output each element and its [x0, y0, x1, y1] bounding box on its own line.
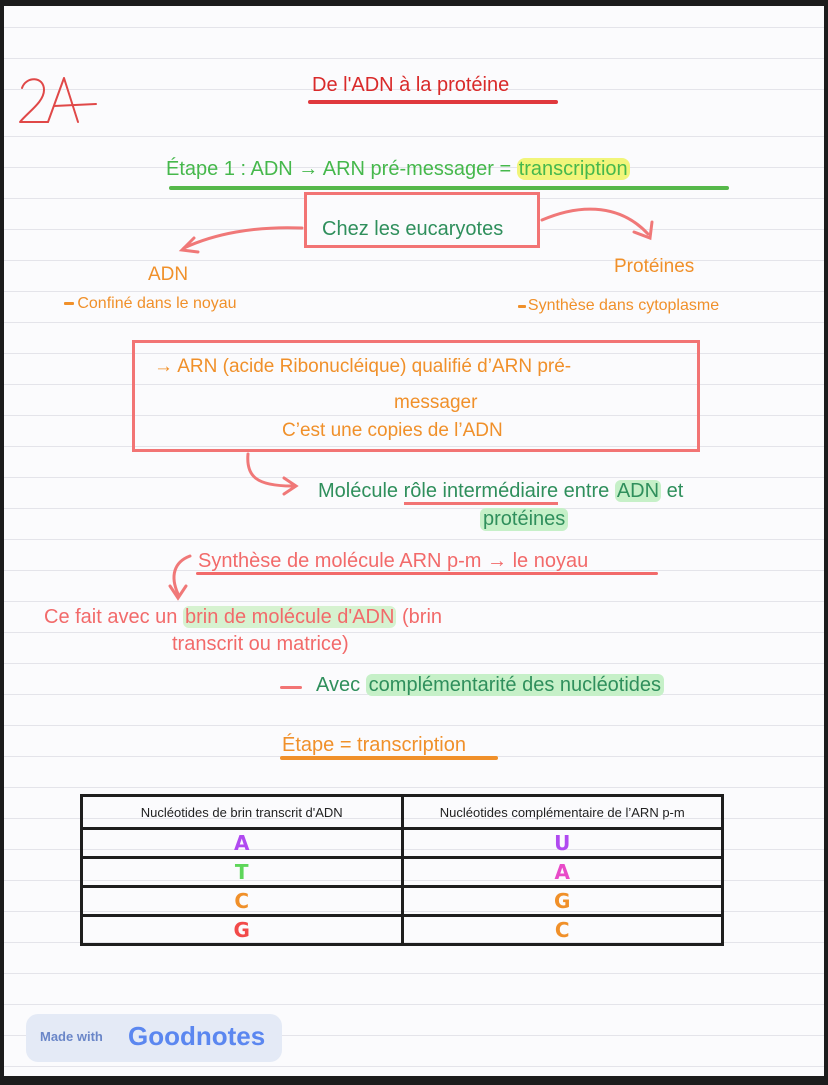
arn-box-line1: → ARN (acide Ribonucléique) qualifié d’A… — [154, 356, 572, 377]
arn-box-line2: messager — [394, 392, 478, 413]
synthese-heading: Synthèse de molécule ARN p-m → le noyau — [198, 550, 589, 572]
step1-underline — [169, 186, 729, 190]
dna-base: A — [80, 827, 404, 859]
proteines-label: Protéines — [614, 256, 695, 277]
adn-note: Confiné dans le noyau — [77, 295, 237, 312]
badge-brand: Goodnotes — [128, 1021, 266, 1051]
ce-fait-highlight: brin de molécule d'ADN — [182, 606, 397, 628]
dna-base: C — [80, 885, 404, 917]
ce-fait-line2: transcrit ou matrice) — [172, 633, 349, 655]
arrow-to-ce-fait-head — [168, 584, 188, 601]
step1-heading: Étape 1 : ADN → ARN pré-messager = trans… — [166, 158, 630, 181]
rna-base: C — [400, 914, 724, 946]
table-row: T A — [80, 856, 724, 888]
table-header-rna: Nucléotides complémentaire de l’ARN p-m — [400, 794, 724, 830]
arrow-to-proteines — [540, 207, 650, 236]
avec-line: Avec complémentarité des nucléotides — [316, 674, 665, 697]
arn-box — [132, 340, 700, 452]
rna-base: U — [400, 827, 724, 859]
handwriting-layer: 2A — [19, 77, 654, 601]
molecule-line2: protéines — [480, 508, 569, 531]
table-row: G C — [80, 914, 724, 946]
avec-highlight: complémentarité des nucléotides — [365, 674, 665, 696]
margin-tag-2a: 2A — [19, 77, 97, 123]
molecule-underlined: rôle intermédiaire — [403, 480, 559, 505]
arn-box-line3: C’est une copies de l’ADN — [282, 420, 503, 441]
dna-base: G — [80, 914, 404, 946]
adn-label: ADN — [148, 264, 189, 285]
eucaryotes-box — [304, 192, 540, 248]
etape-underline — [280, 756, 498, 760]
proteines-note: Synthèse dans cytoplasme — [527, 297, 720, 314]
arrow-to-molecule — [246, 452, 294, 488]
molecule-highlight: ADN — [614, 480, 662, 502]
table-header-dna: Nucléotides de brin transcrit d'ADN — [80, 794, 404, 830]
step1-highlight: transcription — [516, 158, 630, 180]
arrow-to-adn — [182, 226, 304, 250]
eucaryotes-label: Chez les eucaryotes — [322, 218, 504, 240]
bullet-adn-note — [64, 302, 74, 305]
table-row: A U — [80, 827, 724, 859]
synthese-underline — [196, 572, 658, 575]
table-row: C G — [80, 885, 724, 917]
ce-fait-line1: Ce fait avec un brin de molécule d'ADN (… — [44, 606, 443, 628]
rna-base: A — [400, 856, 724, 888]
arrow-to-ce-fait — [172, 554, 192, 596]
nucleotide-table: Nucléotides de brin transcrit d'ADN Nucl… — [80, 794, 724, 946]
arrow-to-molecule-head — [282, 476, 299, 496]
avec-dash — [280, 686, 302, 689]
badge-made-with: Made with — [40, 1029, 103, 1044]
goodnotes-badge[interactable] — [26, 1014, 282, 1062]
dna-base: T — [80, 856, 404, 888]
arrow-to-proteines-head — [632, 220, 654, 241]
etape-heading: Étape = transcription — [282, 734, 466, 756]
step1-prefix: Étape 1 : ADN → ARN pré-messager = — [166, 158, 517, 180]
page-title: De l'ADN à la protéine — [312, 74, 510, 96]
molecule-line1: Molécule rôle intermédiaire entre ADN et — [318, 480, 683, 505]
note-page: 2A De l'ADN à la protéine Étape 1 : ADN … — [4, 6, 824, 1076]
rna-base: G — [400, 885, 724, 917]
bullet-proteines-note — [518, 305, 526, 308]
table-header-row: Nucléotides de brin transcrit d'ADN Nucl… — [80, 794, 724, 830]
arrow-to-adn-head — [178, 236, 200, 254]
title-underline — [308, 100, 558, 104]
